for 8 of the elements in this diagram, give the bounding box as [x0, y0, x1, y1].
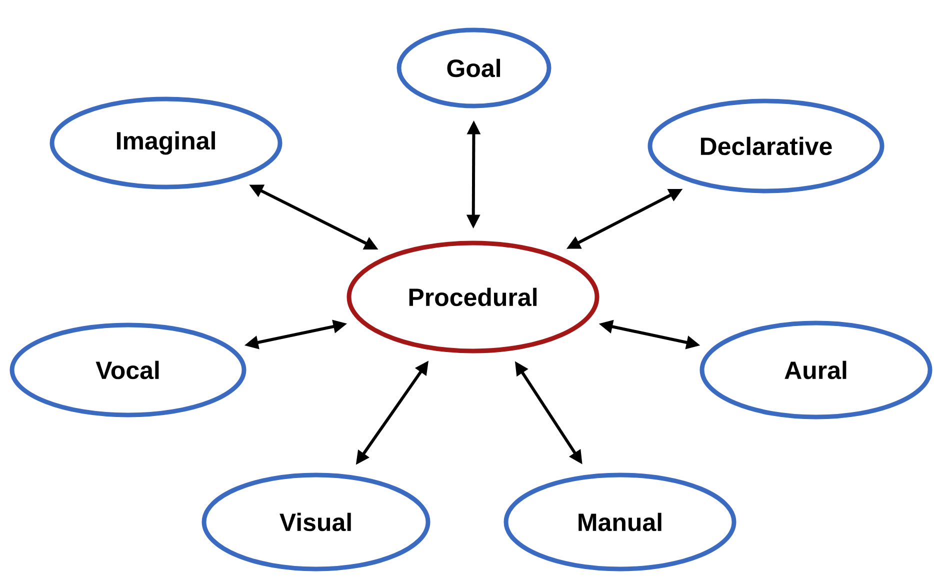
- ellipse-node: Goal: [396, 28, 552, 108]
- ellipse-node: Declarative: [648, 98, 884, 194]
- ellipse-node: Aural: [700, 320, 932, 420]
- ellipse-node: Imaginal: [50, 96, 282, 190]
- ellipse-node: Vocal: [10, 322, 246, 418]
- ellipse-node: Visual: [202, 472, 430, 572]
- ellipse-node: Manual: [504, 472, 736, 572]
- ellipse-node: Procedural: [346, 240, 600, 354]
